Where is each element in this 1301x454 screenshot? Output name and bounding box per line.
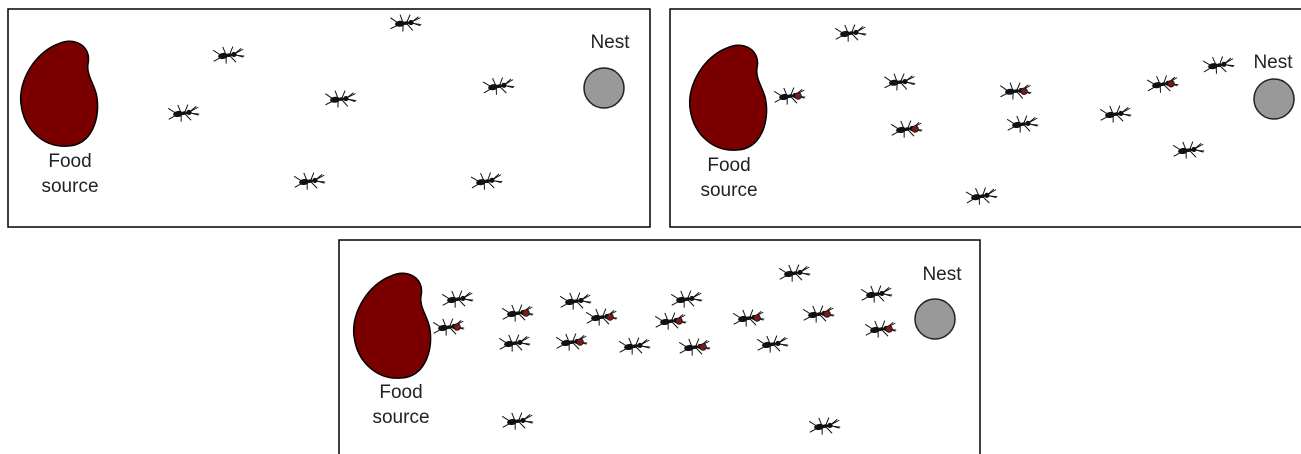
nest: [584, 68, 624, 108]
food-label-line2: source: [41, 176, 98, 197]
panel-3: Food source Nest: [339, 240, 980, 454]
nest: [1254, 79, 1294, 119]
nest: [915, 299, 955, 339]
nest-label: Nest: [922, 264, 962, 285]
panel-2: Food source Nest: [670, 9, 1301, 227]
food-label-line1: Food: [707, 155, 750, 176]
nest-label: Nest: [590, 32, 630, 53]
panel-1: Food source Nest: [8, 9, 650, 227]
food-label-line1: Food: [379, 382, 422, 403]
food-label-line2: source: [372, 407, 429, 428]
nest-label: Nest: [1253, 52, 1293, 73]
panel-3-frame: [339, 240, 980, 454]
food-label-line2: source: [700, 180, 757, 201]
food-label-line1: Food: [48, 151, 91, 172]
panel-1-frame: [8, 9, 650, 227]
